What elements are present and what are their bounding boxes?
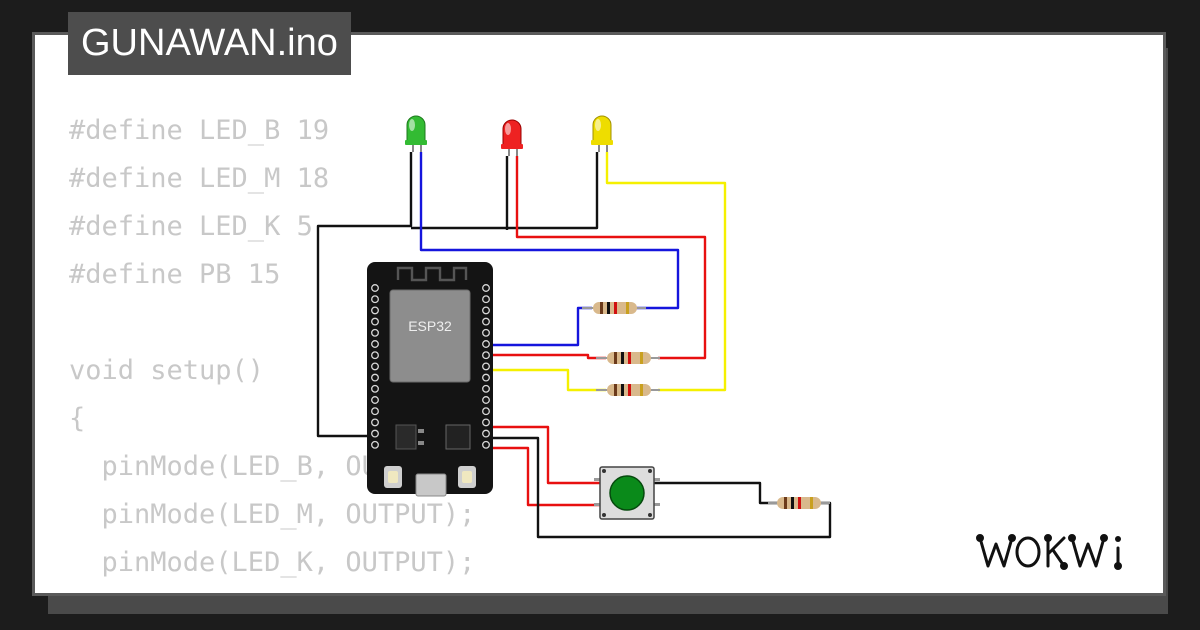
- board-pin: [482, 396, 490, 404]
- board-pin: [371, 429, 379, 438]
- code-line: #define LED_M 18: [69, 163, 330, 194]
- code-line: pinMode(LED_K, OUTPUT);: [69, 547, 476, 578]
- code-background: #define LED_B 19 #define LED_M 18 #define …: [69, 107, 476, 593]
- board-pin: [371, 396, 379, 404]
- board-pin: [371, 317, 379, 326]
- board-label: ESP32: [408, 318, 452, 334]
- board-pin: [371, 362, 379, 371]
- code-line: #define PB 15: [69, 259, 281, 290]
- esp32-board[interactable]: ESP32: [367, 262, 493, 497]
- board-pin: [482, 429, 490, 438]
- board-pin: [482, 418, 490, 427]
- wire-red-red-led[interactable]: [515, 156, 707, 360]
- board-pin: [482, 351, 490, 360]
- resistor-yellow[interactable]: [596, 384, 660, 396]
- resistor-button[interactable]: [768, 497, 830, 509]
- led-yellow[interactable]: [591, 115, 613, 152]
- board-pin: [371, 407, 379, 416]
- resistor-blue[interactable]: [582, 302, 646, 314]
- board-pin: [482, 407, 490, 416]
- board-pin: [371, 306, 379, 315]
- board-pin: [482, 440, 490, 449]
- board-pins-left: [371, 284, 379, 449]
- board-pin: [371, 284, 379, 292]
- board-pin: [482, 340, 490, 348]
- wire-black-button-gnd[interactable]: [488, 436, 832, 539]
- board-pin: [371, 440, 379, 449]
- board-pin: [482, 373, 490, 382]
- wokwi-logo: [976, 534, 1122, 570]
- code-line: #define LED_B 19: [69, 115, 330, 146]
- wire-yellow-yellow-led[interactable]: [605, 152, 727, 392]
- board-pin: [482, 295, 490, 304]
- pushbutton[interactable]: [594, 466, 660, 520]
- wire-blue-board[interactable]: [488, 306, 592, 347]
- code-line: void setup(): [69, 355, 265, 386]
- led-green[interactable]: [405, 115, 427, 152]
- wire-red-button-1[interactable]: [488, 425, 602, 485]
- board-pin: [482, 284, 490, 292]
- wire-red-button-2[interactable]: [488, 446, 602, 507]
- board-pin: [371, 340, 379, 348]
- resistor-red[interactable]: [596, 352, 660, 364]
- wire-red-board[interactable]: [488, 353, 606, 360]
- board-pin: [371, 384, 379, 393]
- led-red[interactable]: [501, 119, 523, 156]
- code-line: {: [69, 403, 86, 434]
- code-line: #define LED_K 5: [69, 211, 313, 242]
- wire-black-gnd-leds[interactable]: [316, 152, 413, 438]
- board-pin: [482, 384, 490, 393]
- board-pin: [371, 295, 379, 304]
- board-pin: [482, 362, 490, 371]
- code-line: pinMode(LED_M, OUTPUT);: [69, 499, 476, 530]
- board-pin: [482, 306, 490, 315]
- board-pin: [371, 351, 379, 360]
- board-pin: [482, 328, 490, 337]
- board-pin: [371, 328, 379, 337]
- board-pins-right: [482, 284, 490, 449]
- wire-black-yellow-led[interactable]: [411, 152, 599, 230]
- wire-black-button-resistor[interactable]: [652, 481, 778, 505]
- board-pin: [371, 373, 379, 382]
- board-pin: [482, 317, 490, 326]
- wire-blue-green-led[interactable]: [419, 152, 680, 310]
- project-title: GUNAWAN.ino: [68, 12, 351, 75]
- board-pin: [371, 418, 379, 427]
- wire-yellow-board[interactable]: [488, 368, 606, 392]
